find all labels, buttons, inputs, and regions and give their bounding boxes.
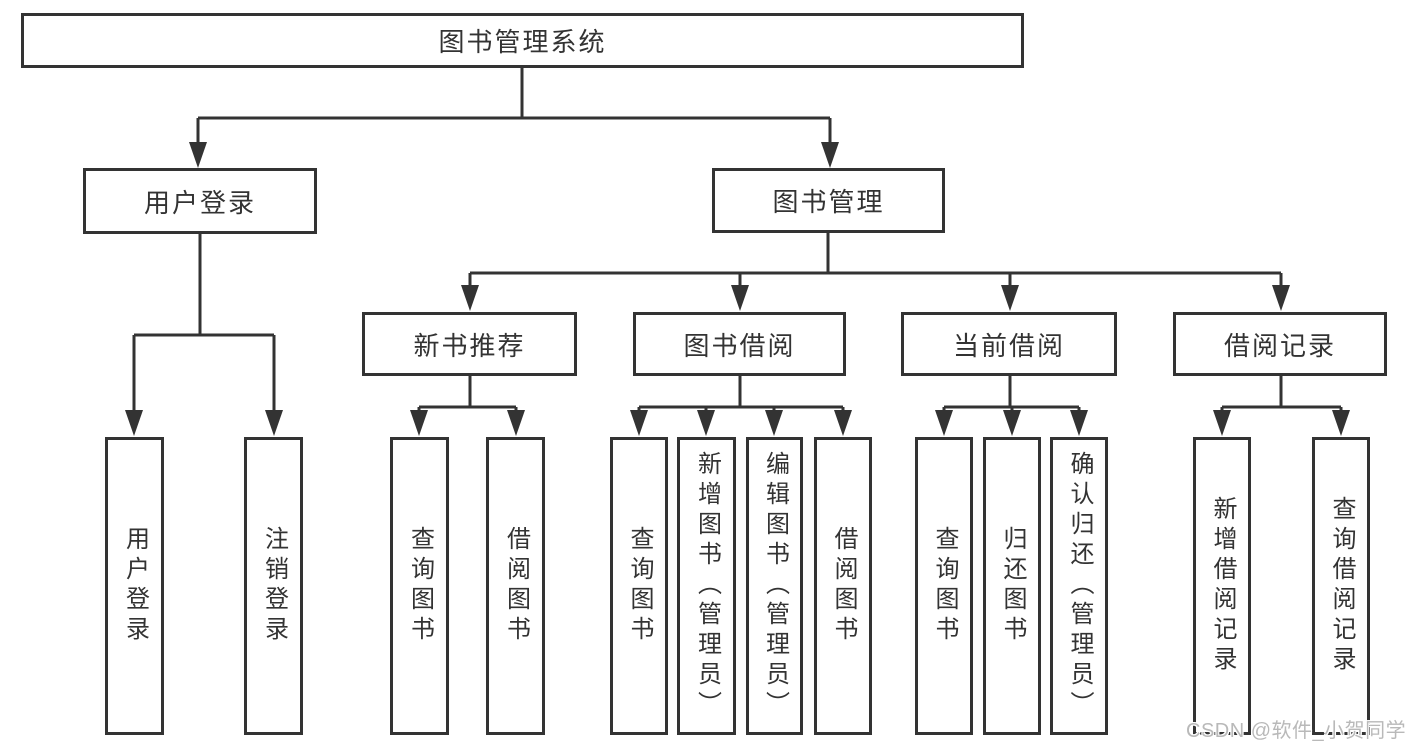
node-label: 用户登录	[143, 187, 256, 218]
leaf-return-books: 归还图书	[983, 437, 1041, 735]
leaf-label: 编辑图书（管理员）	[761, 451, 789, 721]
node-label: 当前借阅	[952, 330, 1065, 361]
leaf-label: 借阅图书	[502, 526, 530, 646]
leaf-label: 确认归还（管理员）	[1066, 451, 1093, 721]
node-new-book-recommend: 新书推荐	[362, 312, 577, 376]
leaf-label: 归还图书	[999, 526, 1026, 646]
node-current-borrowing: 当前借阅	[901, 312, 1117, 376]
leaf-label: 新增借阅记录	[1209, 496, 1236, 676]
leaf-borrow-books-recommend: 借阅图书	[486, 437, 545, 735]
node-label: 图书管理系统	[438, 27, 607, 57]
leaf-user-login: 用户登录	[105, 437, 164, 735]
leaf-query-books-current: 查询图书	[915, 437, 973, 735]
node-label: 图书管理	[772, 187, 885, 217]
node-book-borrowing: 图书借阅	[633, 312, 846, 376]
leaf-label: 查询图书	[931, 526, 958, 646]
leaf-edit-book-admin: 编辑图书（管理员）	[746, 437, 803, 735]
leaf-label: 查询借阅记录	[1328, 496, 1355, 676]
leaf-borrow-books: 借阅图书	[814, 437, 872, 735]
node-label: 图书借阅	[683, 330, 796, 361]
leaf-confirm-return-admin: 确认归还（管理员）	[1050, 437, 1108, 735]
leaf-query-books-recommend: 查询图书	[390, 437, 449, 735]
node-borrowing-records: 借阅记录	[1173, 312, 1387, 376]
node-label: 借阅记录	[1223, 330, 1336, 361]
leaf-add-book-admin: 新增图书（管理员）	[677, 437, 736, 735]
leaf-label: 新增图书（管理员）	[693, 451, 721, 721]
leaf-query-books-borrowing: 查询图书	[610, 437, 668, 735]
node-user-login: 用户登录	[83, 168, 317, 234]
leaf-query-borrow-record: 查询借阅记录	[1312, 437, 1370, 735]
leaf-label: 查询图书	[406, 526, 434, 646]
leaf-logout: 注销登录	[244, 437, 303, 735]
leaf-add-borrow-record: 新增借阅记录	[1193, 437, 1251, 735]
leaf-label: 查询图书	[626, 526, 653, 646]
leaf-label: 用户登录	[121, 526, 149, 646]
node-book-management: 图书管理	[712, 168, 945, 233]
csdn-watermark: CSDN @软件_小贺同学	[1186, 720, 1405, 742]
leaf-label: 注销登录	[260, 526, 288, 646]
node-library-management-system: 图书管理系统	[21, 13, 1024, 68]
leaf-label: 借阅图书	[830, 526, 857, 646]
node-label: 新书推荐	[413, 330, 526, 361]
